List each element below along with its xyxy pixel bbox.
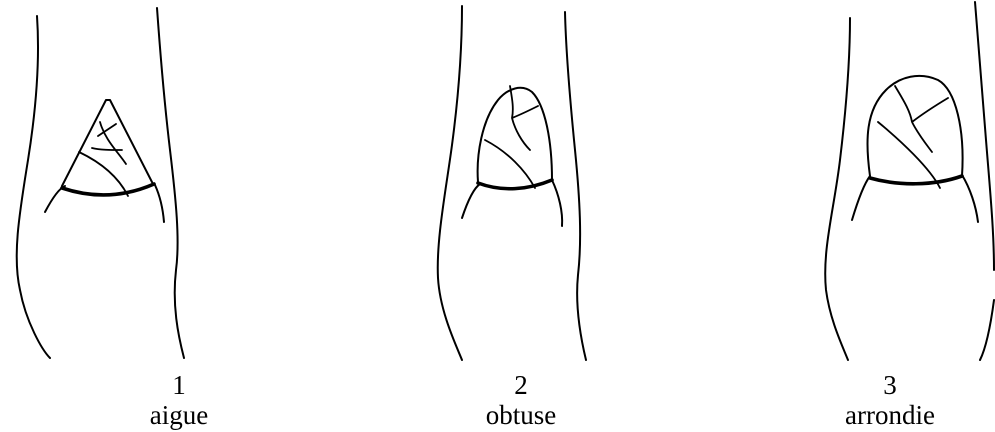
figure-2-drawing bbox=[438, 6, 586, 360]
figure-3-bud-base bbox=[870, 176, 962, 184]
figure-3-drawing bbox=[825, 2, 994, 360]
figure-2-bud-base bbox=[478, 180, 552, 189]
figure-1-leaf-sheath-left bbox=[45, 186, 65, 212]
figure-3-scale-veins bbox=[878, 86, 948, 188]
figure-2-leaf-sheath-right bbox=[552, 180, 562, 226]
figure-1-number: 1 bbox=[79, 371, 279, 399]
figure-2-right-stem-edge bbox=[565, 12, 586, 360]
figure-2-leaf-sheath-left bbox=[462, 184, 480, 218]
figure-1-bud-outline bbox=[62, 100, 153, 186]
figure-1-left-stem-edge bbox=[17, 16, 50, 358]
figure-3-leaf-sheath-right bbox=[962, 175, 978, 222]
figure-2-bud-outline bbox=[478, 88, 552, 182]
figure-3-right-stem-edge-lower bbox=[980, 300, 994, 360]
figure-3-left-stem-edge bbox=[825, 18, 850, 360]
figure-2-left-stem-edge bbox=[438, 6, 462, 360]
figure-1-right-stem-edge bbox=[157, 8, 184, 358]
figure-1-leaf-sheath-right bbox=[155, 185, 164, 222]
figure-1-bud-base bbox=[62, 184, 154, 195]
figure-3-leaf-sheath-left bbox=[852, 176, 870, 220]
figure-1-scale-veins bbox=[79, 122, 128, 196]
figure-3-number: 3 bbox=[790, 371, 990, 399]
figure-3-name: arrondie bbox=[790, 401, 990, 429]
figure-2-scale-veins bbox=[485, 86, 538, 188]
figure-1-drawing bbox=[17, 8, 184, 358]
figure-1-name: aigue bbox=[79, 401, 279, 429]
figure-2-number: 2 bbox=[421, 371, 621, 399]
figure-3-right-stem-edge bbox=[975, 2, 994, 270]
figure-2-name: obtuse bbox=[421, 401, 621, 429]
